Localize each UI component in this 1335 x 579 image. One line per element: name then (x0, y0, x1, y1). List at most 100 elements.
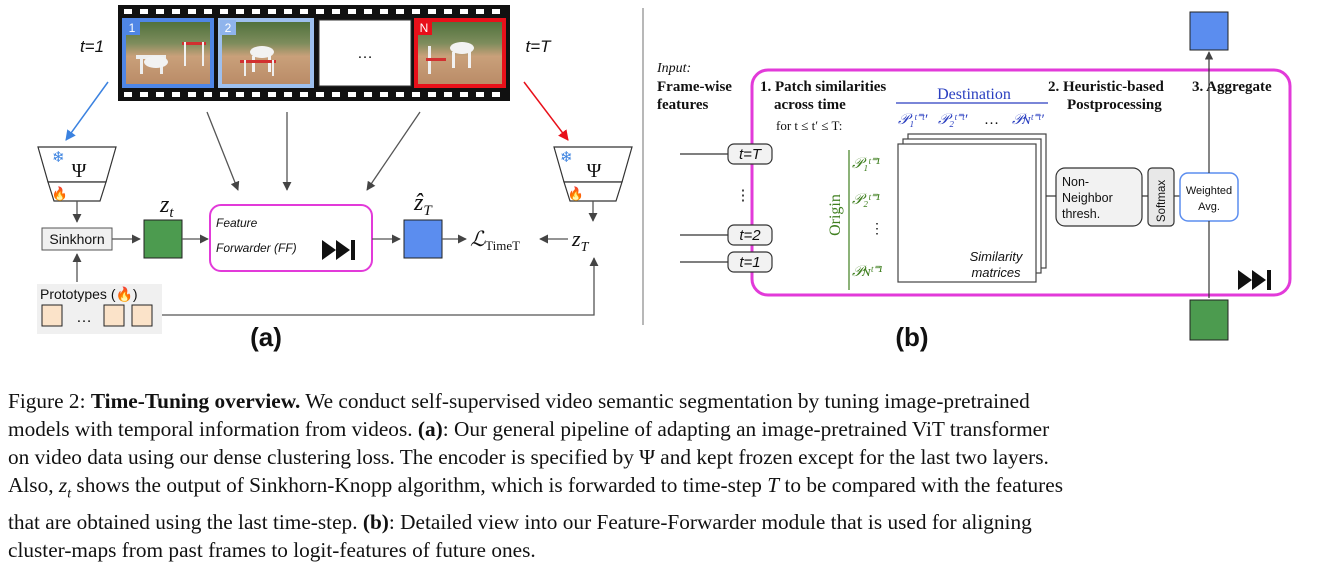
prototype-square (103, 304, 125, 327)
caption-title: Time-Tuning overview. (90, 389, 301, 413)
origin-ellipsis: ⋮ (870, 222, 884, 237)
destination-item-n: 𝒫ɴᵗ⁼ᵗ′ (1012, 112, 1045, 128)
softmax-label: Softmax (1156, 180, 1168, 222)
prototype-square (131, 304, 153, 327)
zhat-label: ẑT (413, 190, 433, 219)
caption-zt-sub: t (67, 486, 72, 502)
flame-icon: 🔥 (568, 186, 584, 201)
frame-ellipsis: … (357, 45, 373, 62)
sinkhorn-box: Sinkhorn (41, 227, 113, 251)
arrow-prototypes-zT (162, 257, 599, 316)
similarity-matrices: Similarity matrices (897, 133, 1047, 283)
time-box-tT: t=T (727, 143, 773, 165)
step2-line1: 2. Heuristic-based (1048, 79, 1164, 95)
output-blue-square (1189, 11, 1229, 51)
video-frame-ellipsis: … (318, 19, 412, 87)
caption-ref-a: (a) (417, 417, 443, 441)
feature-forwarder-module (750, 68, 1292, 297)
caption-line-4c: to be compared with the features (779, 473, 1063, 497)
frame-number-1: 1 (129, 21, 136, 35)
ff-label-line1: Feature (216, 216, 258, 230)
step3-label: 3. Aggregate (1192, 79, 1272, 95)
time-box-ellipsis: ⋮ (736, 187, 751, 204)
psi-right: Ψ (587, 160, 602, 182)
caption-line-5: that are obtained using the last time-st… (8, 508, 1326, 536)
arrow-first-frame (65, 81, 109, 141)
destination-ellipsis: … (984, 112, 999, 128)
destination-label: Destination (937, 86, 1011, 103)
destination-item-1: 𝒫₁ᵗ⁼ᵗ′ (898, 112, 928, 128)
frame-wise-line2: features (657, 97, 709, 113)
non-neighbor-thresh-box: Non- Neighbor thresh. (1055, 167, 1143, 227)
caption-line-1: Figure 2: Time-Tuning overview. We condu… (8, 387, 1326, 415)
zt-green-square (143, 219, 183, 259)
prototype-ellipsis: … (76, 309, 92, 326)
nn-line1: Non- (1062, 175, 1089, 189)
origin-item-1: 𝒫₁ᵗ⁼¹ (852, 156, 881, 172)
caption-line-3-text: on video data using our dense clustering… (8, 445, 1049, 469)
time-box-tT-label: t=T (739, 146, 763, 163)
frame-number-n: N (420, 21, 429, 35)
ff-label-line2: Forwarder (FF) (216, 241, 297, 255)
caption-line-5a: that are obtained using the last time-st… (8, 510, 363, 535)
figure-caption: Figure 2: Time-Tuning overview. We condu… (8, 387, 1326, 564)
fast-forward-icon (322, 240, 355, 260)
loss-label: ℒTimeT (470, 227, 520, 253)
input-green-square (1189, 299, 1229, 341)
weighted-avg-box: Weighted Avg. (1179, 172, 1239, 222)
arrow-last-frame (523, 81, 569, 141)
panel-b-label: (b) (895, 322, 928, 352)
caption-line-6-text: cluster-maps from past frames to logit-f… (8, 538, 536, 563)
video-frame-2: 2 (218, 18, 314, 88)
caption-line-6: cluster-maps from past frames to logit-f… (8, 536, 1326, 564)
psi-left: Ψ (72, 160, 87, 182)
time-box-t1: t=1 (727, 251, 773, 273)
destination-item-2: 𝒫₂ᵗ⁼ᵗ′ (938, 112, 968, 128)
prototype-square (41, 304, 63, 327)
step1-condition: for t ≤ t′ ≤ T: (776, 118, 842, 133)
caption-line-2c: : Our general pipeline of adapting an im… (442, 417, 1050, 441)
caption-line-4: Also, zt shows the output of Sinkhorn-Kn… (8, 471, 1326, 508)
origin-item-2: 𝒫₂ᵗ⁼¹ (852, 192, 881, 208)
wavg-line1: Weighted (1186, 185, 1232, 197)
snowflake-icon: ❄ (52, 149, 65, 166)
similarity-label-line1: Similarity (970, 249, 1024, 264)
zhat-blue-square (403, 219, 443, 259)
caption-zt: z (58, 473, 68, 497)
arrow-framen-ff (366, 111, 421, 191)
frame-number-2: 2 (225, 21, 232, 35)
caption-line-3: on video data using our dense clustering… (8, 443, 1326, 471)
video-frame-1: 1 (122, 18, 214, 88)
t-end-label: t=T (525, 37, 552, 56)
nn-line3: thresh. (1062, 207, 1100, 221)
t-start-label: t=1 (80, 37, 104, 56)
similarity-label-line2: matrices (971, 265, 1021, 280)
input-label: Input: (656, 61, 691, 76)
nn-line2: Neighbor (1062, 191, 1113, 205)
step1-line2: across time (774, 97, 846, 113)
caption-T: T (767, 473, 780, 497)
arrow-frame1-ff (206, 111, 240, 191)
prototypes-label: Prototypes (🔥) (40, 286, 138, 303)
caption-ref-b: (b) (362, 510, 389, 535)
time-box-t2-label: t=2 (739, 227, 761, 244)
snowflake-icon: ❄ (560, 149, 573, 166)
caption-line-1-text: We conduct self-supervised video semanti… (300, 389, 1030, 413)
caption-line-4b: shows the output of Sinkhorn-Knopp algor… (71, 473, 768, 497)
flame-icon: 🔥 (52, 186, 68, 201)
zt-label: zt (159, 192, 174, 221)
panel-a-label: (a) (250, 322, 282, 352)
encoder-right: ❄ Ψ 🔥 (553, 146, 633, 202)
softmax-box: Softmax (1147, 167, 1175, 227)
wavg-line2: Avg. (1198, 201, 1220, 213)
step1-line1: 1. Patch similarities (760, 79, 886, 95)
caption-line-5c: : Detailed view into our Feature-Forward… (388, 510, 1032, 535)
caption-prefix: Figure 2: (8, 389, 91, 413)
step2-line2: Postprocessing (1067, 97, 1162, 113)
panel-b: Input: Frame-wise features 1. Patch simi… (656, 11, 1292, 352)
origin-item-n: 𝒫ɴᵗ⁼¹ (852, 264, 883, 280)
caption-line-2: models with temporal information from vi… (8, 415, 1326, 443)
video-frame-n: N (414, 18, 506, 88)
figure-2-diagram: 1 2 … N t=1 t=T (37, 5, 1292, 352)
sinkhorn-label: Sinkhorn (49, 231, 104, 247)
